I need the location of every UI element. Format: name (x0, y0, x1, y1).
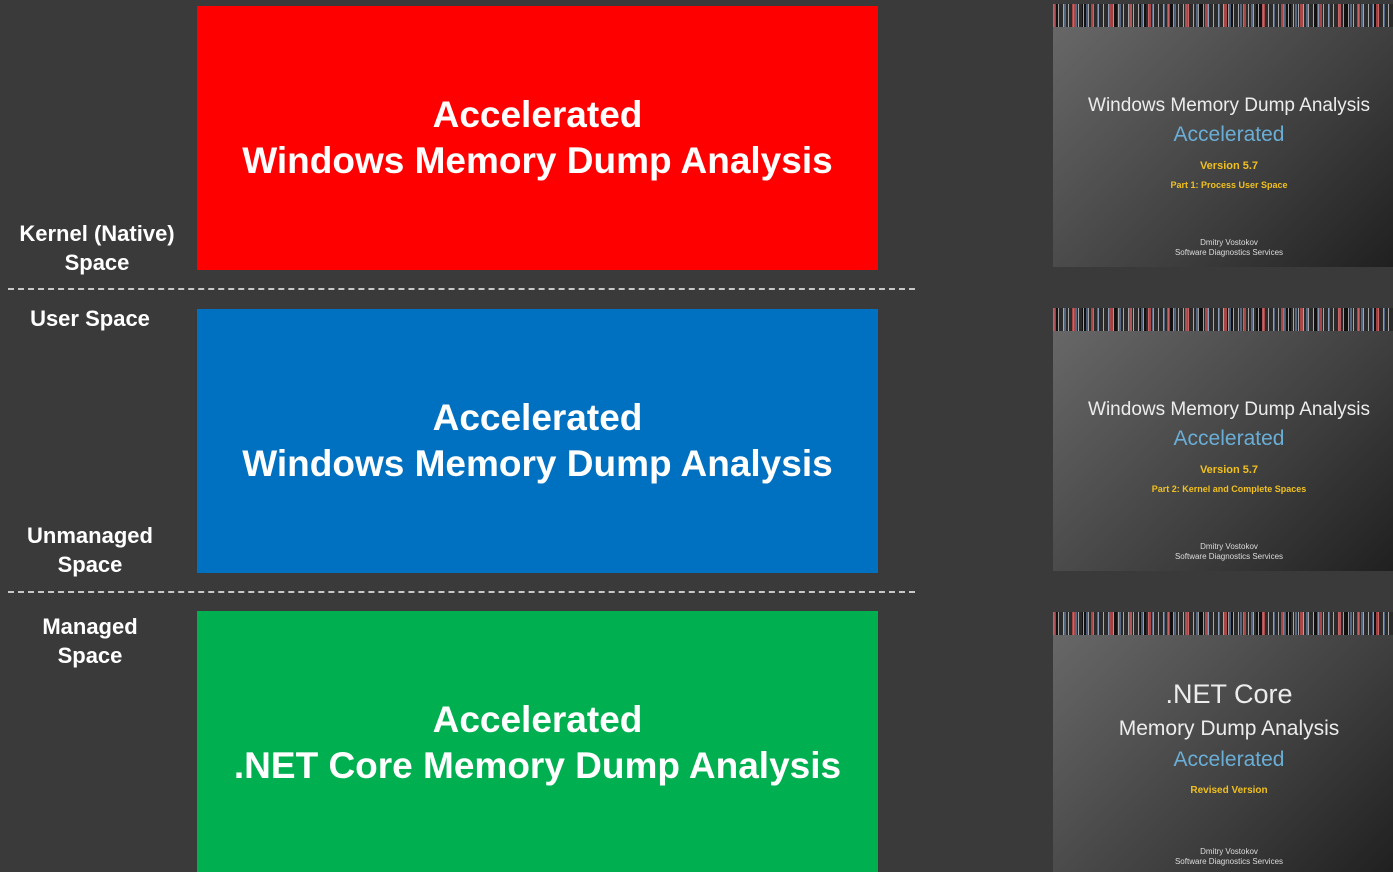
user-block: Accelerated Windows Memory Dump Analysis (197, 309, 878, 573)
user-block-line2: Windows Memory Dump Analysis (242, 443, 833, 484)
cover-stripe-banner (1053, 4, 1393, 27)
kernel-block: Accelerated Windows Memory Dump Analysis (197, 6, 878, 270)
cover-accent-text: Accelerated (1173, 427, 1285, 450)
managed-block-line1: Accelerated (432, 699, 643, 740)
cover-stripe-banner (1053, 612, 1393, 635)
managed-space-label: Managed Space (42, 614, 138, 668)
cover-author: Dmitry Vostokov (1200, 542, 1258, 551)
cover-company: Software Diagnostics Services (1174, 552, 1284, 561)
cover-part: Part 2: Kernel and Complete Spaces (1151, 484, 1307, 494)
cover-part: Part 1: Process User Space (1170, 180, 1288, 190)
managed-block-line2: .NET Core Memory Dump Analysis (233, 745, 842, 786)
cover-thumbnail-part2: Windows Memory Dump Analysis Accelerated… (1053, 308, 1393, 571)
unmanaged-managed-divider (8, 591, 915, 593)
cover-stripe-banner (1053, 308, 1393, 331)
cover-accent-text: Accelerated (1173, 748, 1285, 771)
kernel-space-label: Kernel (Native) Space (19, 221, 175, 275)
cover-author: Dmitry Vostokov (1200, 847, 1258, 856)
cover-title: .NET Core (1165, 679, 1293, 709)
cover-accent-text: Accelerated (1173, 123, 1285, 146)
kernel-user-divider (8, 288, 915, 290)
cover-company: Software Diagnostics Services (1174, 857, 1284, 866)
cover-version: Version 5.7 (1199, 160, 1259, 172)
managed-block: Accelerated .NET Core Memory Dump Analys… (197, 611, 878, 872)
user-block-line1: Accelerated (432, 397, 643, 438)
cover-thumbnail-part1: Windows Memory Dump Analysis Accelerated… (1053, 4, 1393, 267)
cover-author: Dmitry Vostokov (1200, 238, 1258, 247)
cover-version: Revised Version (1190, 785, 1268, 796)
cover-subtitle: Memory Dump Analysis (1118, 717, 1340, 740)
cover-title: Windows Memory Dump Analysis (1088, 95, 1370, 116)
kernel-block-line2: Windows Memory Dump Analysis (242, 140, 833, 181)
cover-title: Windows Memory Dump Analysis (1088, 399, 1370, 420)
kernel-block-line1: Accelerated (432, 94, 643, 135)
cover-version: Version 5.7 (1199, 464, 1259, 476)
cover-thumbnail-netcore: .NET Core Memory Dump Analysis Accelerat… (1053, 612, 1393, 872)
unmanaged-space-label: Unmanaged Space (27, 523, 153, 577)
cover-company: Software Diagnostics Services (1174, 248, 1284, 257)
user-space-label: User Space (30, 306, 150, 331)
